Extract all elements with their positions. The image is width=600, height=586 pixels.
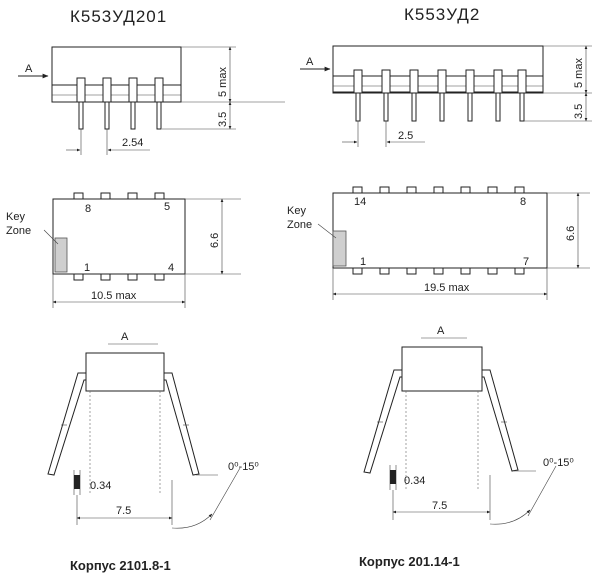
left-top-pins	[73, 192, 165, 281]
left-title: К553УД201	[70, 7, 167, 26]
right-key-label-2: Zone	[287, 219, 312, 231]
left-side-view: A 5 max 3.5 2.54	[18, 46, 285, 155]
left-angle-dim: 0⁰-15⁰	[228, 461, 259, 473]
left-pin-label-4: 4	[168, 262, 174, 274]
right-end-lead-right	[481, 369, 519, 472]
right-end-view: A 0.34 7.5 0⁰-15⁰	[363, 325, 574, 525]
left-key-label-2: Zone	[6, 225, 31, 237]
right-end-lead-left	[363, 369, 403, 474]
right-caption: Корпус 201.14-1	[359, 554, 460, 569]
left-width-dim: 6.6	[209, 233, 221, 248]
left-body-height-dim: 5 max	[217, 67, 229, 97]
right-width-dim: 6.6	[565, 226, 577, 241]
left-pin-label-5: 5	[164, 201, 170, 213]
right-lead-thickness-dim: 0.34	[404, 475, 425, 487]
left-length-dim: 10.5 max	[91, 290, 137, 302]
right-angle-dim: 0⁰-15⁰	[543, 457, 574, 469]
left-pin-label-8: 8	[85, 203, 91, 215]
left-end-view-marker: A	[121, 331, 129, 343]
right-pin-label-14: 14	[354, 196, 366, 208]
left-pitch-dim: 2.54	[122, 137, 143, 149]
left-end-view: A 0.34 7.5 0⁰-15⁰	[47, 331, 259, 529]
right-pin-label-1: 1	[360, 256, 366, 268]
right-key-label-1: Key	[287, 205, 306, 217]
left-end-body	[85, 352, 165, 392]
left-lead-thickness-dim: 0.34	[90, 480, 111, 492]
right-lead-length-dim: 3.5	[573, 104, 585, 119]
right-length-dim: 19.5 max	[424, 282, 470, 294]
left-end-lead-right	[163, 372, 200, 476]
left-lead-length-dim: 3.5	[217, 112, 229, 127]
left-top-body	[52, 198, 186, 275]
right-key-zone	[332, 230, 347, 267]
left-pin-label-1: 1	[84, 262, 90, 274]
left-row-spacing-dim: 7.5	[116, 505, 131, 517]
right-end-view-marker: A	[437, 325, 445, 337]
right-side-pins	[353, 69, 527, 122]
left-side-view-marker: A	[25, 63, 33, 75]
left-top-view: Key Zone 8 5 1 4 6.6 10.5 max	[6, 192, 241, 308]
right-row-spacing-dim: 7.5	[432, 500, 447, 512]
right-title: К553УД2	[404, 5, 480, 24]
right-side-view-marker: A	[306, 56, 314, 68]
right-pin-label-8: 8	[520, 196, 526, 208]
right-body-height-dim: 5 max	[573, 58, 585, 88]
right-side-view: A 5 max 3.5 2.5	[300, 45, 592, 147]
right-pin-label-7: 7	[523, 256, 529, 268]
left-side-pins	[76, 77, 164, 130]
left-caption: Корпус 2101.8-1	[70, 558, 171, 573]
right-end-body	[401, 346, 483, 392]
left-key-label-1: Key	[6, 211, 25, 223]
right-pitch-dim: 2.5	[398, 130, 413, 142]
right-top-view: Key Zone 14 8 1 7 6.6 19.5 max	[287, 186, 590, 300]
right-top-pins	[352, 186, 525, 275]
left-end-lead-left	[47, 372, 87, 476]
left-key-zone	[54, 237, 68, 273]
